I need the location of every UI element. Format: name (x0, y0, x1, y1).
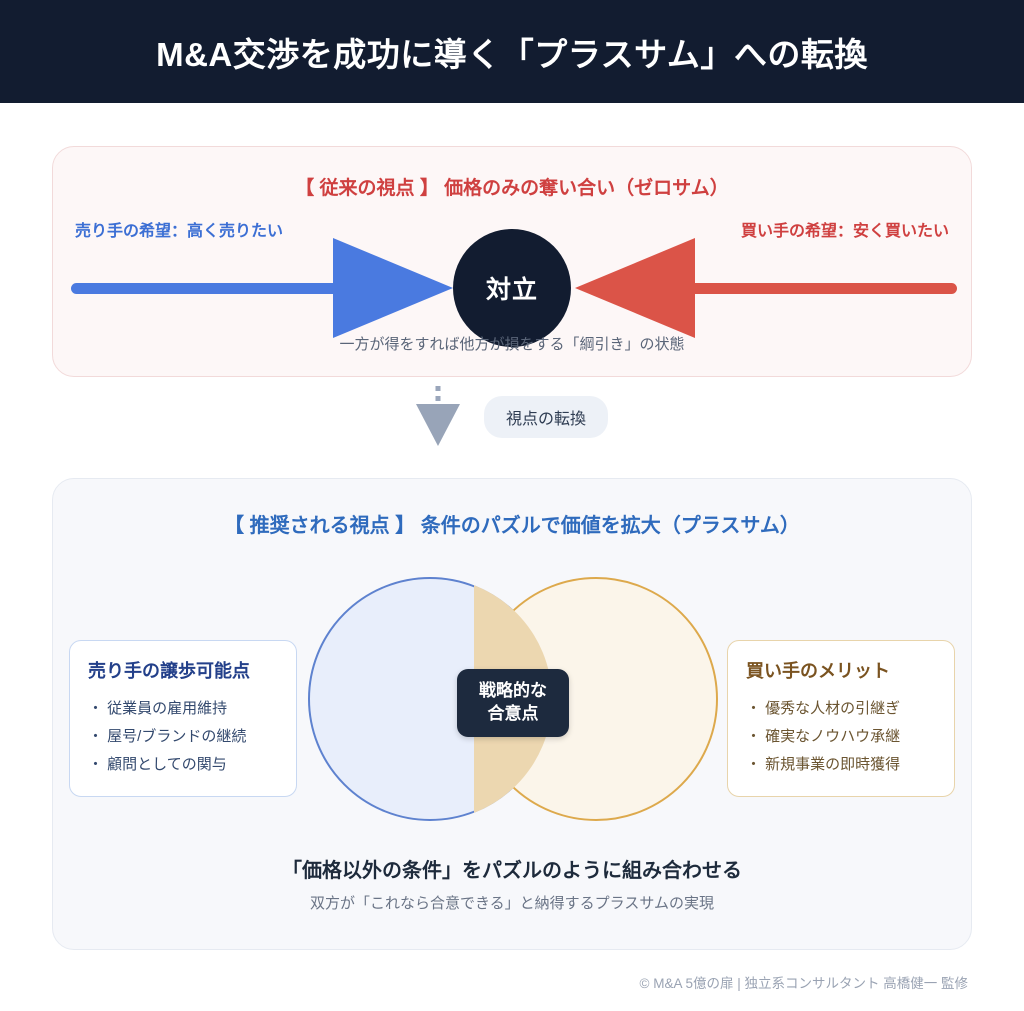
page-title: M&A交渉を成功に導く「プラスサム」への転換 (156, 35, 868, 73)
buyer-arrow-head-icon (575, 238, 695, 338)
conflict-circle: 対立 (453, 229, 571, 347)
seller-box-title: 売り手の譲歩可能点 (88, 661, 250, 681)
zero-sum-panel: 【 従来の視点 】 価格のみの奪い合い（ゼロサム） 売り手の希望：高く売りたい … (52, 146, 972, 377)
badge-line-1: 戦略的な (479, 681, 547, 700)
page-header: M&A交渉を成功に導く「プラスサム」への転換 (0, 0, 1024, 103)
seller-box-item: ・ 顧問としての関与 (88, 755, 227, 773)
zero-sum-heading: 【 従来の視点 】 価格のみの奪い合い（ゼロサム） (295, 178, 729, 199)
buyer-box-item: ・ 優秀な人材の引継ぎ (746, 700, 901, 717)
seller-concessions-box: 売り手の譲歩可能点 ・ 従業員の雇用維持 ・ 屋号/ブランドの継続 ・ 顧問とし… (69, 640, 297, 798)
buyer-box-item: ・ 新規事業の即時獲得 (746, 755, 901, 773)
transition-section: 視点の転換 (0, 386, 1024, 452)
seller-wish-label: 売り手の希望：高く売りたい (75, 223, 284, 240)
strategic-agreement-badge: 戦略的な 合意点 (457, 669, 569, 737)
plus-sum-subconclusion: 双方が「これなら合意できる」と納得するプラスサムの実現 (309, 895, 715, 912)
tug-of-war-diagram: 売り手の希望：高く売りたい 買い手の希望：安く買いたい 対立 (53, 217, 971, 347)
plus-sum-conclusion: 「価格以外の条件」をパズルのように組み合わせる (282, 860, 742, 882)
venn-diagram: 戦略的な 合意点 (308, 577, 718, 827)
down-triangle-icon (415, 386, 460, 446)
credit-line: © M&A 5億の扉 | 独立系コンサルタント 高橋健一 監修 (639, 976, 968, 991)
buyer-box-item: ・ 確実なノウハウ承継 (746, 727, 901, 745)
buyer-box-title: 買い手のメリット (746, 661, 890, 681)
plus-sum-panel: 【 推奨される視点 】 条件のパズルで価値を拡大（プラスサム） 戦略的な 合意点… (52, 478, 972, 950)
transition-label: 視点の転換 (483, 396, 609, 438)
buyer-merits-box: 買い手のメリット ・ 優秀な人材の引継ぎ ・ 確実なノウハウ承継 ・ 新規事業の… (727, 640, 955, 798)
seller-box-item: ・ 屋号/ブランドの継続 (88, 727, 247, 745)
transition-group: 視点の転換 (415, 386, 609, 446)
buyer-arrow-shaft (667, 283, 957, 294)
triangle-glyph (415, 404, 460, 446)
badge-line-2: 合意点 (487, 703, 539, 723)
buyer-wish-label: 買い手の希望：安く買いたい (740, 223, 949, 240)
seller-box-item: ・ 従業員の雇用維持 (88, 700, 228, 717)
seller-arrow-head-icon (333, 238, 453, 338)
plus-sum-heading: 【 推奨される視点 】 条件のパズルで価値を拡大（プラスサム） (224, 515, 800, 537)
zero-sum-note: 一方が得をすれば他方が損をする「綱引き」の状態 (339, 336, 685, 353)
dashed-line-decoration (435, 386, 441, 404)
seller-arrow-shaft (71, 283, 361, 294)
